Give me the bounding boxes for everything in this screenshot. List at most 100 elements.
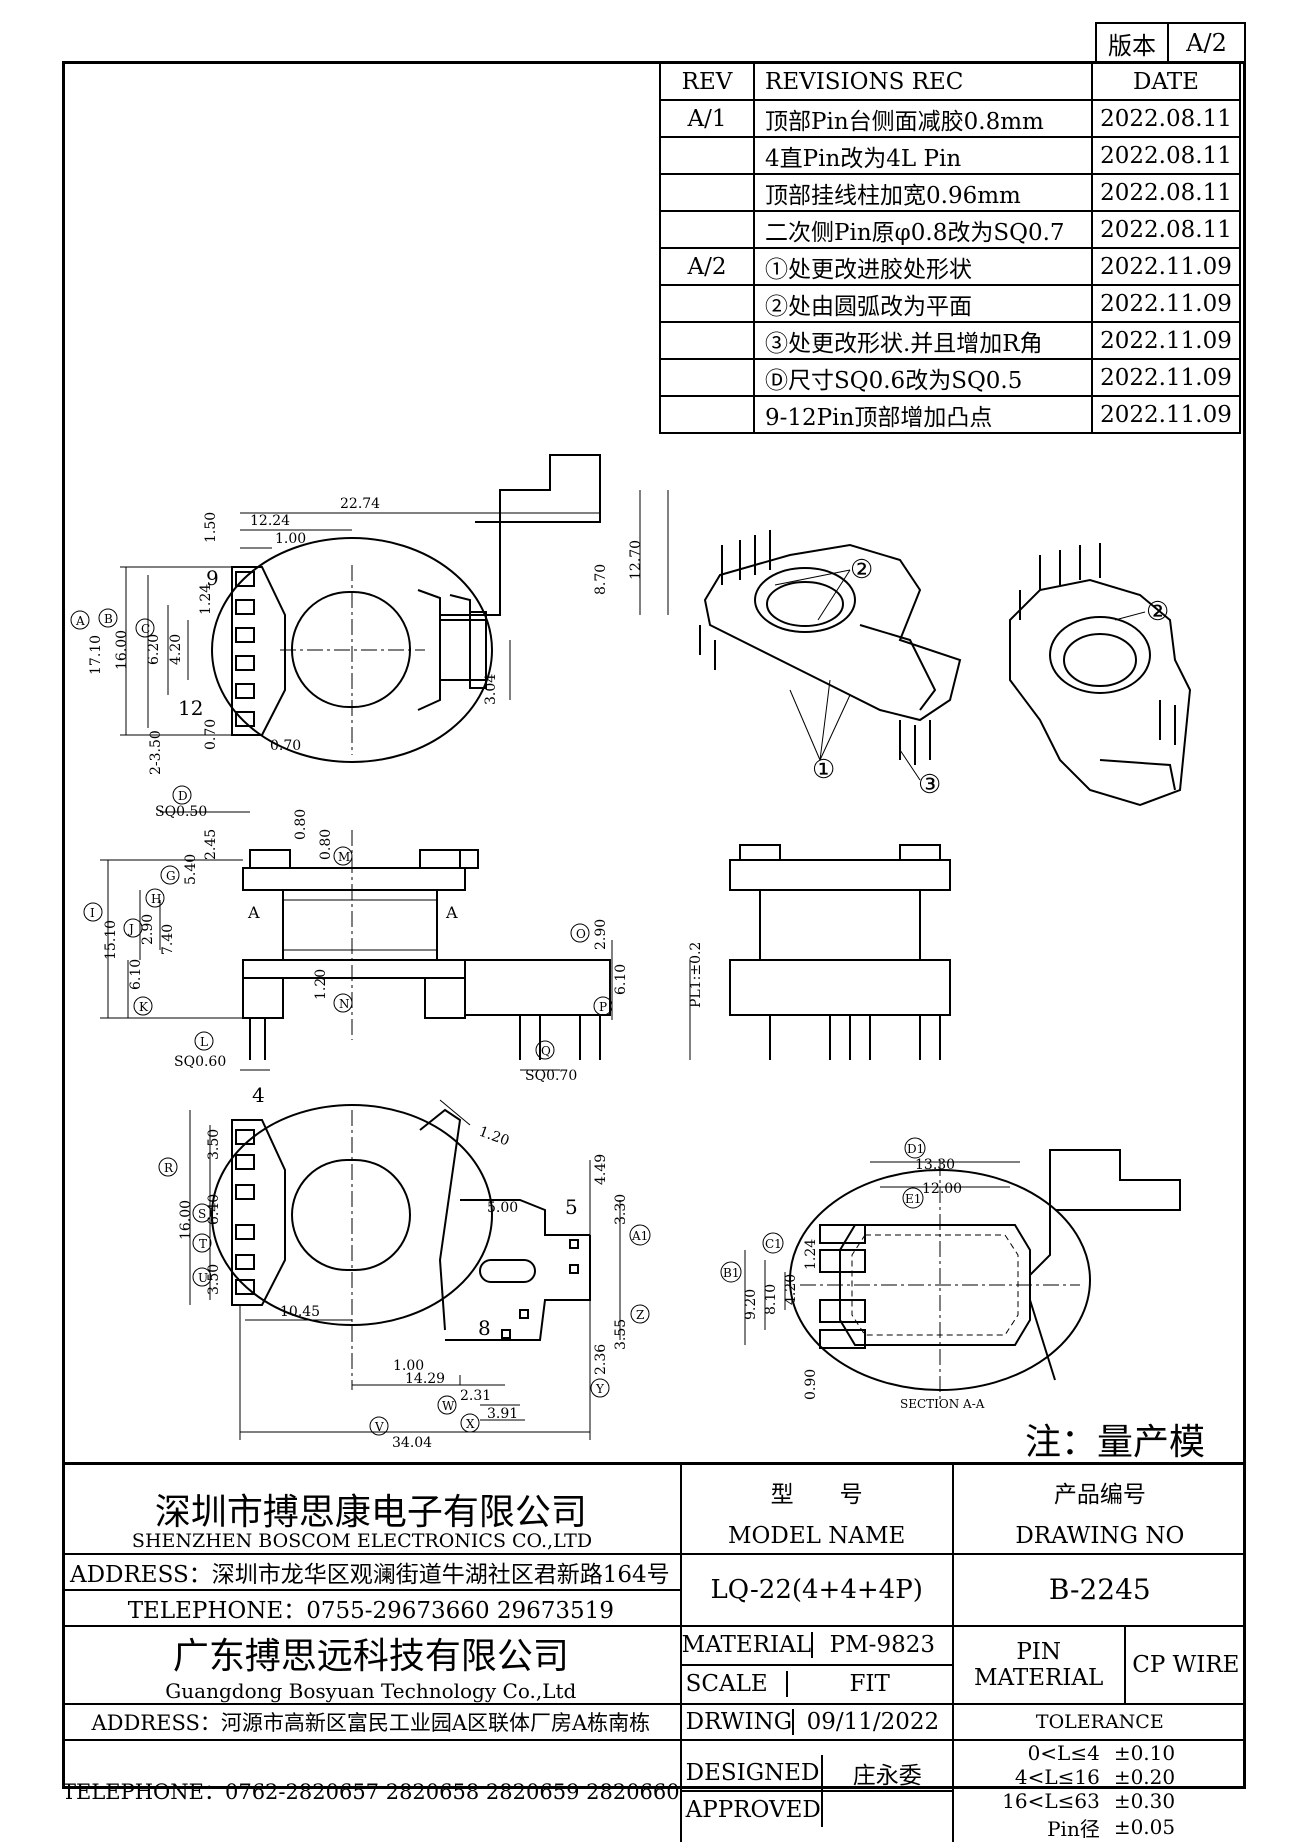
dim-label: SQ0.60 (174, 1054, 226, 1070)
date-cell: 2022.08.11 (1091, 99, 1241, 138)
material-value: PM-9823 (829, 1632, 935, 1658)
top-view (211, 454, 601, 763)
version-box: 版本 A/2 (1095, 22, 1246, 64)
technical-drawing: 22.74 12.24 1.00 1.50 8.70 12.70 17.10 1… (70, 454, 1192, 1451)
date-cell: 2022.11.09 (1091, 321, 1241, 360)
table-row: 4<L≤16±0.20 (1014, 1764, 1176, 1789)
tolerance-label: TOLERANCE (951, 1702, 1246, 1741)
svg-text:X: X (466, 1417, 475, 1431)
version-label: 版本 (1095, 22, 1169, 64)
designed-value: 庄永委 (821, 1755, 952, 1792)
marker: T (192, 1233, 212, 1253)
desc-cell: 4直Pin改为4L Pin (753, 136, 1093, 175)
date-cell: 2022.11.09 (1091, 395, 1241, 434)
desc-cell: 顶部挂线柱加宽0.96mm (753, 173, 1093, 212)
marker: C1 (762, 1232, 784, 1254)
drawing-no-cn: 产品编号 (951, 1462, 1246, 1520)
table-row: 0<L≤4±0.10 (1027, 1740, 1176, 1765)
dim-label: 12.00 (922, 1181, 962, 1197)
table-row: Pin径±0.05 (1047, 1815, 1176, 1841)
marker: H (145, 888, 165, 908)
dim-label: 3.30 (613, 1194, 629, 1225)
svg-text:W: W (442, 1399, 455, 1413)
rev-cell (659, 358, 755, 397)
desc-cell: ②处由圆弧改为平面 (753, 284, 1093, 323)
dim-label: 0.90 (803, 1369, 819, 1400)
svg-text:K: K (139, 1000, 149, 1014)
marker: P (593, 996, 613, 1016)
marker: Z (630, 1304, 650, 1324)
marker: I (83, 902, 103, 922)
rev-header: REV (659, 62, 755, 101)
dim-label: 12.24 (250, 513, 290, 529)
dim-label: 0.70 (270, 738, 301, 754)
svg-text:Q: Q (541, 1044, 551, 1058)
section-view-dims (744, 1161, 1020, 1345)
section-mark: A (445, 903, 458, 922)
scale-label: SCALE (681, 1671, 788, 1697)
marker: R (158, 1157, 178, 1177)
section-title: SECTION A-A (900, 1397, 985, 1411)
drawing-label: DRWING (681, 1708, 795, 1735)
date-cell: 2022.11.09 (1091, 247, 1241, 286)
rev-cell: A/2 (659, 247, 755, 286)
dim-label: 15.10 (103, 920, 119, 960)
svg-text:G: G (166, 869, 176, 883)
dim-label: 1.20 (313, 969, 329, 1000)
dim-label: 1.24 (803, 1239, 819, 1270)
date-cell: 2022.11.09 (1091, 284, 1241, 323)
model-value: LQ-22(4+4+4P) (679, 1552, 954, 1627)
marker: A (70, 610, 90, 630)
marker: N (333, 993, 353, 1013)
dim-label: 0.80 (293, 809, 309, 840)
drawing-date: 09/11/2022 (806, 1708, 940, 1735)
address1: ADDRESS：深圳市龙华区观澜街道牛湖社区君新路164号 (62, 1552, 682, 1591)
dim-label: 3.55 (613, 1319, 629, 1350)
marker: A1 (629, 1224, 651, 1246)
rev-cell (659, 395, 755, 434)
table-row: 16<L≤63±0.30 (1002, 1788, 1176, 1813)
marker: J (123, 918, 143, 938)
pin-label: 9 (206, 566, 219, 590)
svg-text:M: M (338, 850, 350, 864)
date-cell: 2022.08.11 (1091, 173, 1241, 212)
dim-label: 3.50 (206, 1264, 222, 1295)
svg-text:A: A (75, 614, 85, 628)
dim-label: 2.90 (593, 919, 609, 950)
svg-text:V: V (374, 1420, 384, 1434)
dim-label: 1.00 (393, 1358, 424, 1374)
address2: ADDRESS：河源市高新区富民工业园A区联体厂房A栋南栋 (62, 1702, 682, 1741)
desc-cell: 二次侧Pin原φ0.8改为SQ0.7 (753, 210, 1093, 249)
svg-text:B1: B1 (723, 1266, 739, 1280)
callout: ② (1146, 597, 1169, 627)
desc-header: REVISIONS REC (753, 62, 1093, 101)
dim-label: 10.45 (280, 1304, 320, 1320)
marker: C (135, 618, 155, 638)
dim-label: 6.10 (613, 964, 629, 995)
svg-text:R: R (164, 1161, 174, 1175)
pin-label: 8 (478, 1316, 491, 1340)
svg-text:I: I (90, 906, 95, 920)
desc-cell: 9-12Pin顶部增加凸点 (753, 395, 1093, 434)
iso-callouts: ② ② ① ③ ② (812, 555, 1169, 800)
svg-text:C1: C1 (765, 1237, 782, 1251)
drawing-no-en: DRAWING NO (951, 1519, 1246, 1555)
production-note: 注：量产模 (1025, 1422, 1206, 1463)
dim-label: 2.90 (140, 914, 156, 945)
svg-text:P: P (599, 1000, 607, 1014)
marker: L (194, 1031, 214, 1051)
dim-label: 2.36 (593, 1344, 609, 1375)
dim-label: 8.70 (593, 564, 609, 595)
callout: ① (812, 755, 835, 785)
dim-label: 3.91 (487, 1406, 518, 1422)
circle-markers: A B C D G H I J K L M N O P Q R S T U A1… (70, 608, 926, 1436)
desc-cell: ③处更改形状.并且增加R角 (753, 321, 1093, 360)
marker: O (570, 923, 590, 943)
model-name-cn: 型 号 (679, 1462, 954, 1520)
